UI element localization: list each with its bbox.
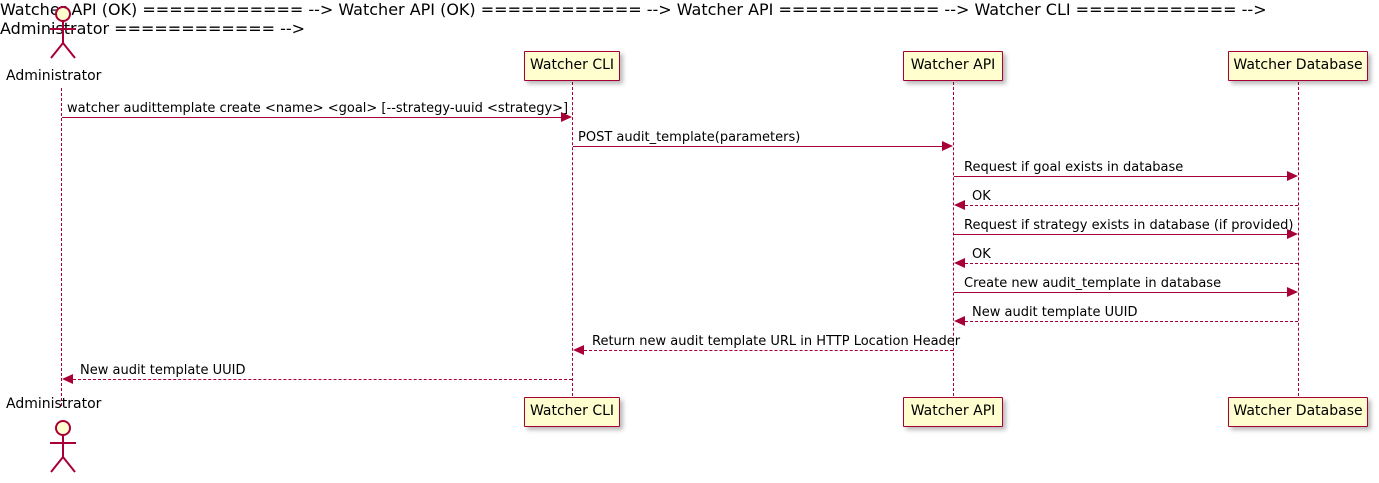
message-label-8: New audit template UUID	[972, 305, 1138, 320]
message-arrowhead-8	[954, 316, 965, 326]
lifeline-watcher-api	[953, 82, 954, 396]
message-label-10: New audit template UUID	[80, 363, 246, 378]
message-arrow-6	[965, 263, 1298, 264]
message-arrow-1	[62, 117, 561, 118]
participant-label: Watcher API	[910, 57, 996, 73]
message-arrowhead-7	[1287, 287, 1298, 297]
message-label-7: Create new audit_template in database	[964, 276, 1222, 291]
message-arrow-2	[573, 146, 942, 147]
message-arrowhead-2	[942, 141, 953, 151]
message-label-9: Return new audit template URL in HTTP Lo…	[592, 334, 961, 349]
actor-administrator-bottom	[41, 418, 81, 473]
message-arrow-4	[965, 205, 1298, 206]
message-arrow-3	[954, 176, 1287, 177]
message-label-4: OK	[972, 189, 991, 204]
message-arrow-10	[73, 379, 572, 380]
lifeline-watcher-cli	[572, 82, 573, 396]
participant-label: Watcher Database	[1233, 403, 1363, 419]
lifeline-administrator	[61, 88, 62, 406]
actor-administrator-top	[41, 4, 81, 59]
message-label-2: POST audit_template(parameters)	[578, 130, 801, 145]
participant-label: Watcher CLI	[529, 57, 615, 73]
participant-watcher-database-bottom[interactable]: Watcher Database	[1228, 397, 1368, 427]
message-label-3: Request if goal exists in database	[964, 160, 1184, 175]
lifeline-watcher-database	[1298, 82, 1299, 396]
message-arrow-9	[584, 350, 953, 351]
message-arrowhead-1	[561, 112, 572, 122]
message-arrow-8	[965, 321, 1298, 322]
participant-label: Watcher Database	[1233, 57, 1363, 73]
message-arrowhead-10	[62, 374, 73, 384]
message-arrow-5	[954, 234, 1287, 235]
message-arrow-7	[954, 292, 1287, 293]
participant-watcher-cli-top[interactable]: Watcher CLI	[524, 51, 620, 81]
message-arrowhead-4	[954, 200, 965, 210]
message-arrowhead-9	[573, 345, 584, 355]
participant-watcher-database-top[interactable]: Watcher Database	[1228, 51, 1368, 81]
participant-watcher-cli-bottom[interactable]: Watcher CLI	[524, 397, 620, 427]
participant-watcher-api-bottom[interactable]: Watcher API	[903, 397, 1003, 427]
actor-label-administrator-bottom: Administrator	[6, 396, 102, 412]
participant-label: Watcher CLI	[529, 403, 615, 419]
message-arrowhead-6	[954, 258, 965, 268]
message-label-1: watcher audittemplate create <name> <goa…	[67, 101, 569, 116]
actor-label-administrator-top: Administrator	[6, 68, 102, 84]
message-label-6: OK	[972, 247, 991, 262]
message-arrowhead-5	[1287, 229, 1298, 239]
participant-label: Watcher API	[910, 403, 996, 419]
message-arrowhead-3	[1287, 171, 1298, 181]
message-label-5: Request if strategy exists in database (…	[964, 218, 1294, 233]
participant-watcher-api-top[interactable]: Watcher API	[903, 51, 1003, 81]
